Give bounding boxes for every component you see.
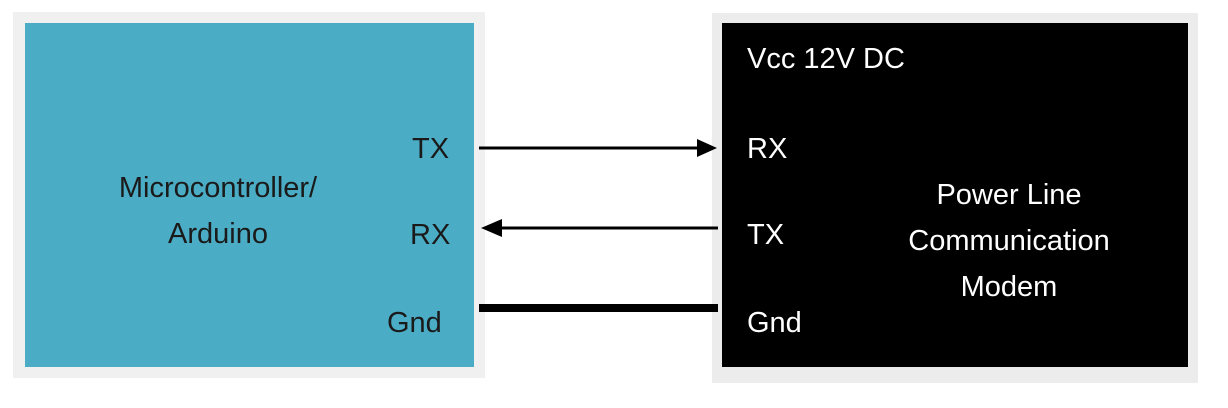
mcu-gnd-pin-label: Gnd	[387, 307, 442, 339]
microcontroller-title: Microcontroller/ Arduino	[89, 165, 347, 257]
rx-from-tx-signal	[481, 219, 718, 237]
modem-tx-pin-label: TX	[747, 219, 785, 251]
tx-to-rx-arrowhead-icon	[697, 139, 717, 157]
modem-block	[722, 23, 1188, 367]
rx-from-tx-arrowhead-icon	[481, 219, 502, 237]
modem-title: Power Line Communication Modem	[878, 172, 1140, 310]
mcu-tx-pin-label: TX	[412, 133, 450, 165]
microcontroller-title-line1: Microcontroller/	[118, 172, 318, 204]
tx-to-rx-signal	[479, 139, 717, 157]
modem-rx-pin-label: RX	[747, 133, 788, 165]
microcontroller-block	[25, 23, 474, 367]
modem-gnd-pin-label: Gnd	[747, 307, 802, 339]
modem-supply-label: Vcc 12V DC	[747, 43, 905, 75]
modem-title-line3: Modem	[960, 271, 1058, 303]
modem-title-line2: Communication	[908, 225, 1110, 257]
modem-title-line1: Power Line	[936, 179, 1082, 211]
microcontroller-title-line2: Arduino	[168, 218, 268, 250]
mcu-rx-pin-label: RX	[410, 219, 451, 251]
